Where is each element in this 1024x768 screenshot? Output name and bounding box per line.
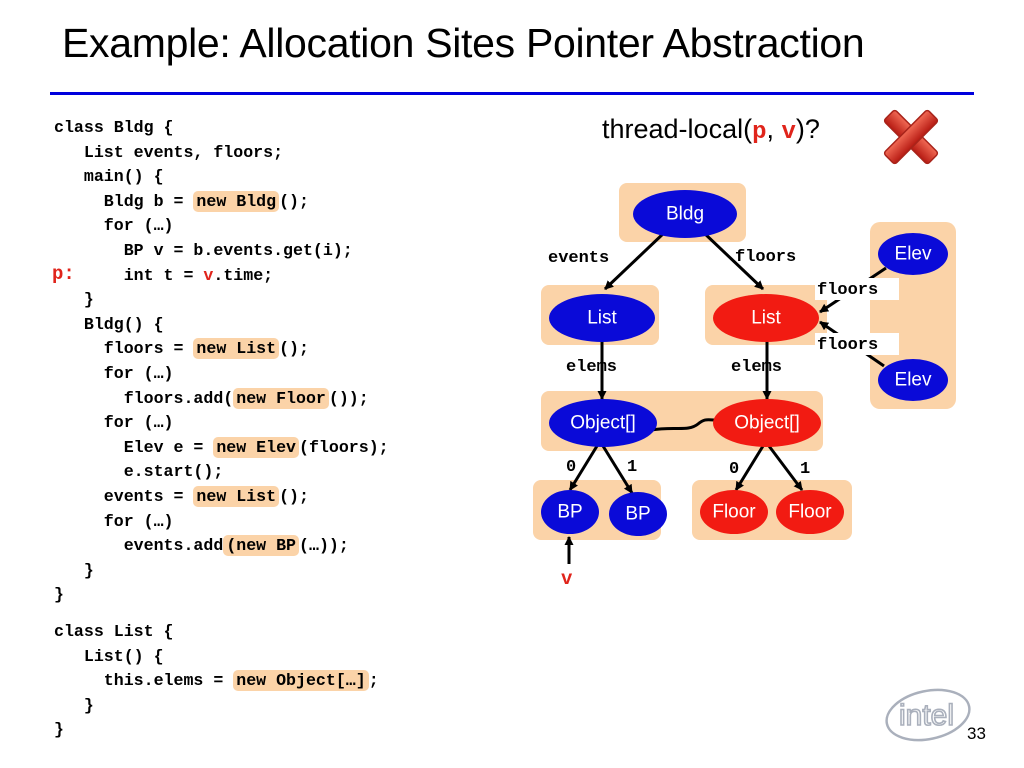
code-line: BP v = b.events.get(i); bbox=[123, 240, 353, 260]
node-label: Floor bbox=[712, 502, 756, 523]
label-bg bbox=[815, 333, 899, 355]
code-line: events.add bbox=[123, 536, 224, 556]
edge-right-1 bbox=[767, 445, 804, 491]
node-elev-bottom: Elev bbox=[878, 359, 948, 401]
code-line: e.start(); bbox=[123, 462, 224, 482]
red-x-icon bbox=[883, 109, 939, 165]
question-separator: , bbox=[766, 114, 782, 144]
code-line: (); bbox=[279, 486, 309, 506]
node-label: Object[] bbox=[570, 413, 635, 434]
edge-label-elev-floors-bottom: floors bbox=[817, 336, 878, 355]
edge-object-link bbox=[650, 418, 717, 432]
code-line: List events, floors; bbox=[83, 142, 284, 162]
node-bldg: Bldg bbox=[633, 190, 737, 238]
node-label: Elev bbox=[895, 370, 932, 391]
code-line: class Bldg { bbox=[54, 118, 174, 137]
code-line: floors = bbox=[103, 339, 194, 359]
code-line: floors.add( bbox=[123, 388, 234, 408]
node-floor-2: Floor bbox=[776, 490, 844, 534]
code-line: int t = bbox=[123, 265, 204, 285]
question-prefix: thread-local( bbox=[602, 114, 753, 144]
node-label: Object[] bbox=[734, 413, 799, 434]
node-list-events: List bbox=[549, 294, 655, 342]
node-label: List bbox=[751, 308, 781, 329]
code-line: } bbox=[83, 560, 94, 580]
node-list-floors: List bbox=[713, 294, 819, 342]
code-line: } bbox=[83, 695, 94, 715]
pointer-label-v: v bbox=[561, 568, 573, 590]
edge-label-elems-right: elems bbox=[731, 358, 782, 377]
code-line: (floors); bbox=[299, 437, 389, 457]
node-label: BP bbox=[625, 504, 650, 525]
code-line: events = bbox=[103, 486, 194, 506]
svg-text:intel: intel bbox=[899, 699, 954, 732]
alloc-site-highlight: (new BP bbox=[223, 535, 300, 557]
code-line: main() { bbox=[83, 167, 164, 187]
thread-local-question: thread-local(p, v)? bbox=[602, 114, 820, 146]
edge-label-events: events bbox=[548, 249, 609, 268]
alloc-site-highlight: new Floor bbox=[233, 387, 329, 409]
code-line: ; bbox=[368, 671, 379, 691]
node-label: Floor bbox=[788, 502, 832, 523]
edge-label-left-1: 1 bbox=[627, 458, 637, 477]
edge-label-floors: floors bbox=[735, 248, 796, 267]
node-bp-2: BP bbox=[609, 492, 667, 536]
title-underline bbox=[50, 92, 974, 95]
var-v-highlight: v bbox=[203, 265, 214, 285]
page-number: 33 bbox=[967, 724, 986, 743]
code-line: (); bbox=[279, 339, 309, 359]
node-elev-top: Elev bbox=[878, 233, 948, 275]
edge-left-0 bbox=[568, 445, 599, 491]
edge-label-elems-left: elems bbox=[566, 358, 617, 377]
slide-title: Example: Allocation Sites Pointer Abstra… bbox=[62, 20, 865, 66]
node-floor-1: Floor bbox=[700, 490, 768, 534]
code-line: class List { bbox=[54, 622, 174, 641]
alloc-site-highlight: new List bbox=[193, 338, 280, 360]
edge-label-elev-floors-top: floors bbox=[817, 281, 878, 300]
code-line: } bbox=[83, 290, 94, 310]
code-line: for (…) bbox=[103, 216, 174, 236]
code-line: for (…) bbox=[103, 363, 174, 383]
edge-label-right-1: 1 bbox=[800, 460, 810, 479]
node-label: Bldg bbox=[666, 204, 704, 225]
alloc-site-highlight: new Elev bbox=[213, 436, 300, 458]
node-object-right: Object[] bbox=[713, 399, 821, 447]
alloc-site-highlight: new List bbox=[193, 485, 280, 507]
code-line: } bbox=[54, 720, 64, 740]
code-line: this.elems = bbox=[103, 671, 234, 691]
edge-label-right-0: 0 bbox=[729, 460, 739, 479]
code-line: ()); bbox=[328, 388, 369, 408]
code-line: Elev e = bbox=[123, 437, 214, 457]
code-line: .time; bbox=[213, 265, 274, 285]
edge-label-left-0: 0 bbox=[566, 458, 576, 477]
node-label: List bbox=[587, 308, 617, 329]
edge-left-1 bbox=[601, 445, 634, 494]
code-line: Bldg b = bbox=[103, 191, 194, 211]
code-line: List() { bbox=[83, 646, 164, 666]
code-line: (); bbox=[279, 191, 309, 211]
node-object-left: Object[] bbox=[549, 399, 657, 447]
edge-right-0 bbox=[734, 445, 765, 491]
edge-floors bbox=[701, 230, 765, 291]
question-var-p: p bbox=[752, 119, 767, 146]
code-line: for (…) bbox=[103, 413, 174, 433]
intel-logo: intel bbox=[885, 688, 971, 742]
node-label: Elev bbox=[895, 244, 932, 265]
program-point-p-label: p: bbox=[52, 263, 75, 285]
node-bp-1: BP bbox=[541, 490, 599, 534]
question-var-v: v bbox=[781, 119, 796, 146]
code-line: } bbox=[54, 585, 64, 605]
alloc-site-highlight: new Bldg bbox=[193, 190, 280, 212]
code-line: (…)); bbox=[299, 536, 349, 556]
code-line: Bldg() { bbox=[83, 314, 164, 334]
code-block-bldg: class Bldg { List events, floors; main()… bbox=[54, 116, 389, 608]
label-bg bbox=[815, 278, 899, 300]
node-label: BP bbox=[557, 502, 582, 523]
code-line: for (…) bbox=[103, 511, 174, 531]
alloc-site-highlight: new Object[…] bbox=[233, 670, 369, 692]
code-block-list: class List { List() { this.elems = new O… bbox=[54, 620, 379, 743]
question-suffix: )? bbox=[795, 114, 820, 144]
edge-events bbox=[603, 230, 667, 291]
